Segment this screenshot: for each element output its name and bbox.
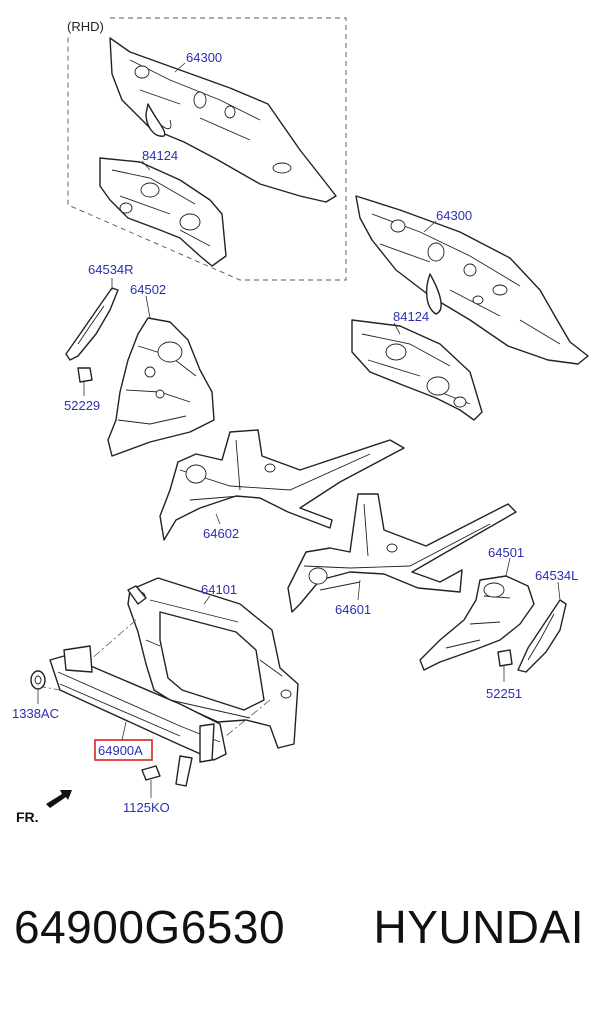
callout-64534l: 64534L — [535, 568, 578, 583]
rhd-label: (RHD) — [67, 19, 104, 34]
callout-64900a: 64900A — [98, 743, 143, 758]
callout-64502: 64502 — [130, 282, 166, 297]
bracket-64534l: 64534L — [517, 568, 578, 673]
front-arrow-icon — [46, 790, 72, 808]
callout-52251: 52251 — [486, 686, 522, 701]
radiator-support-64101: 64101 — [127, 577, 299, 749]
bracket-64534r: 64534R — [65, 262, 134, 361]
side-member-64602: 64602 — [159, 429, 405, 541]
callout-1125ko: 1125KO — [123, 800, 170, 815]
part-number: 64900G6530 — [14, 901, 286, 953]
rhd-group-box: (RHD) — [67, 17, 347, 281]
bracket-52251: 52251 — [486, 649, 522, 701]
nut-1338ac: 1338AC — [12, 670, 59, 721]
callout-64601: 64601 — [335, 602, 371, 617]
callout-84124-right: 84124 — [393, 309, 429, 324]
callout-1338ac: 1338AC — [12, 706, 59, 721]
dash-panel-rhd: 64300 — [109, 37, 337, 203]
bolt-1125ko: 1125KO — [123, 765, 170, 815]
callout-64101: 64101 — [201, 582, 237, 597]
highlight-box — [94, 739, 153, 761]
caption-bar: 64900G6530 HYUNDAI — [0, 900, 600, 970]
front-label: FR. — [16, 809, 39, 825]
callout-52229: 52229 — [64, 398, 100, 413]
apron-64502: 64502 — [107, 282, 215, 457]
callout-84124-top: 84124 — [142, 148, 178, 163]
front-bumper-beam-64900a: 64900A — [49, 645, 227, 787]
callout-64501: 64501 — [488, 545, 524, 560]
side-member-64601: 64601 — [287, 493, 517, 617]
bracket-52229: 52229 — [64, 367, 100, 413]
front-direction-indicator: FR. — [16, 790, 72, 825]
callout-64534r: 64534R — [88, 262, 134, 277]
callout-64300-top: 64300 — [186, 50, 222, 65]
brand-name: HYUNDAI — [373, 901, 584, 953]
callout-64300-right: 64300 — [436, 208, 472, 223]
apron-64501: 64501 — [419, 545, 535, 671]
dash-insulator-rhd: 84124 — [99, 148, 227, 267]
dash-insulator-lhd: 84124 — [351, 309, 483, 421]
callout-64602: 64602 — [203, 526, 239, 541]
parts-diagram: (RHD) 64300 84124 64300 — [12, 17, 589, 825]
dash-panel-lhd: 64300 — [355, 195, 589, 365]
